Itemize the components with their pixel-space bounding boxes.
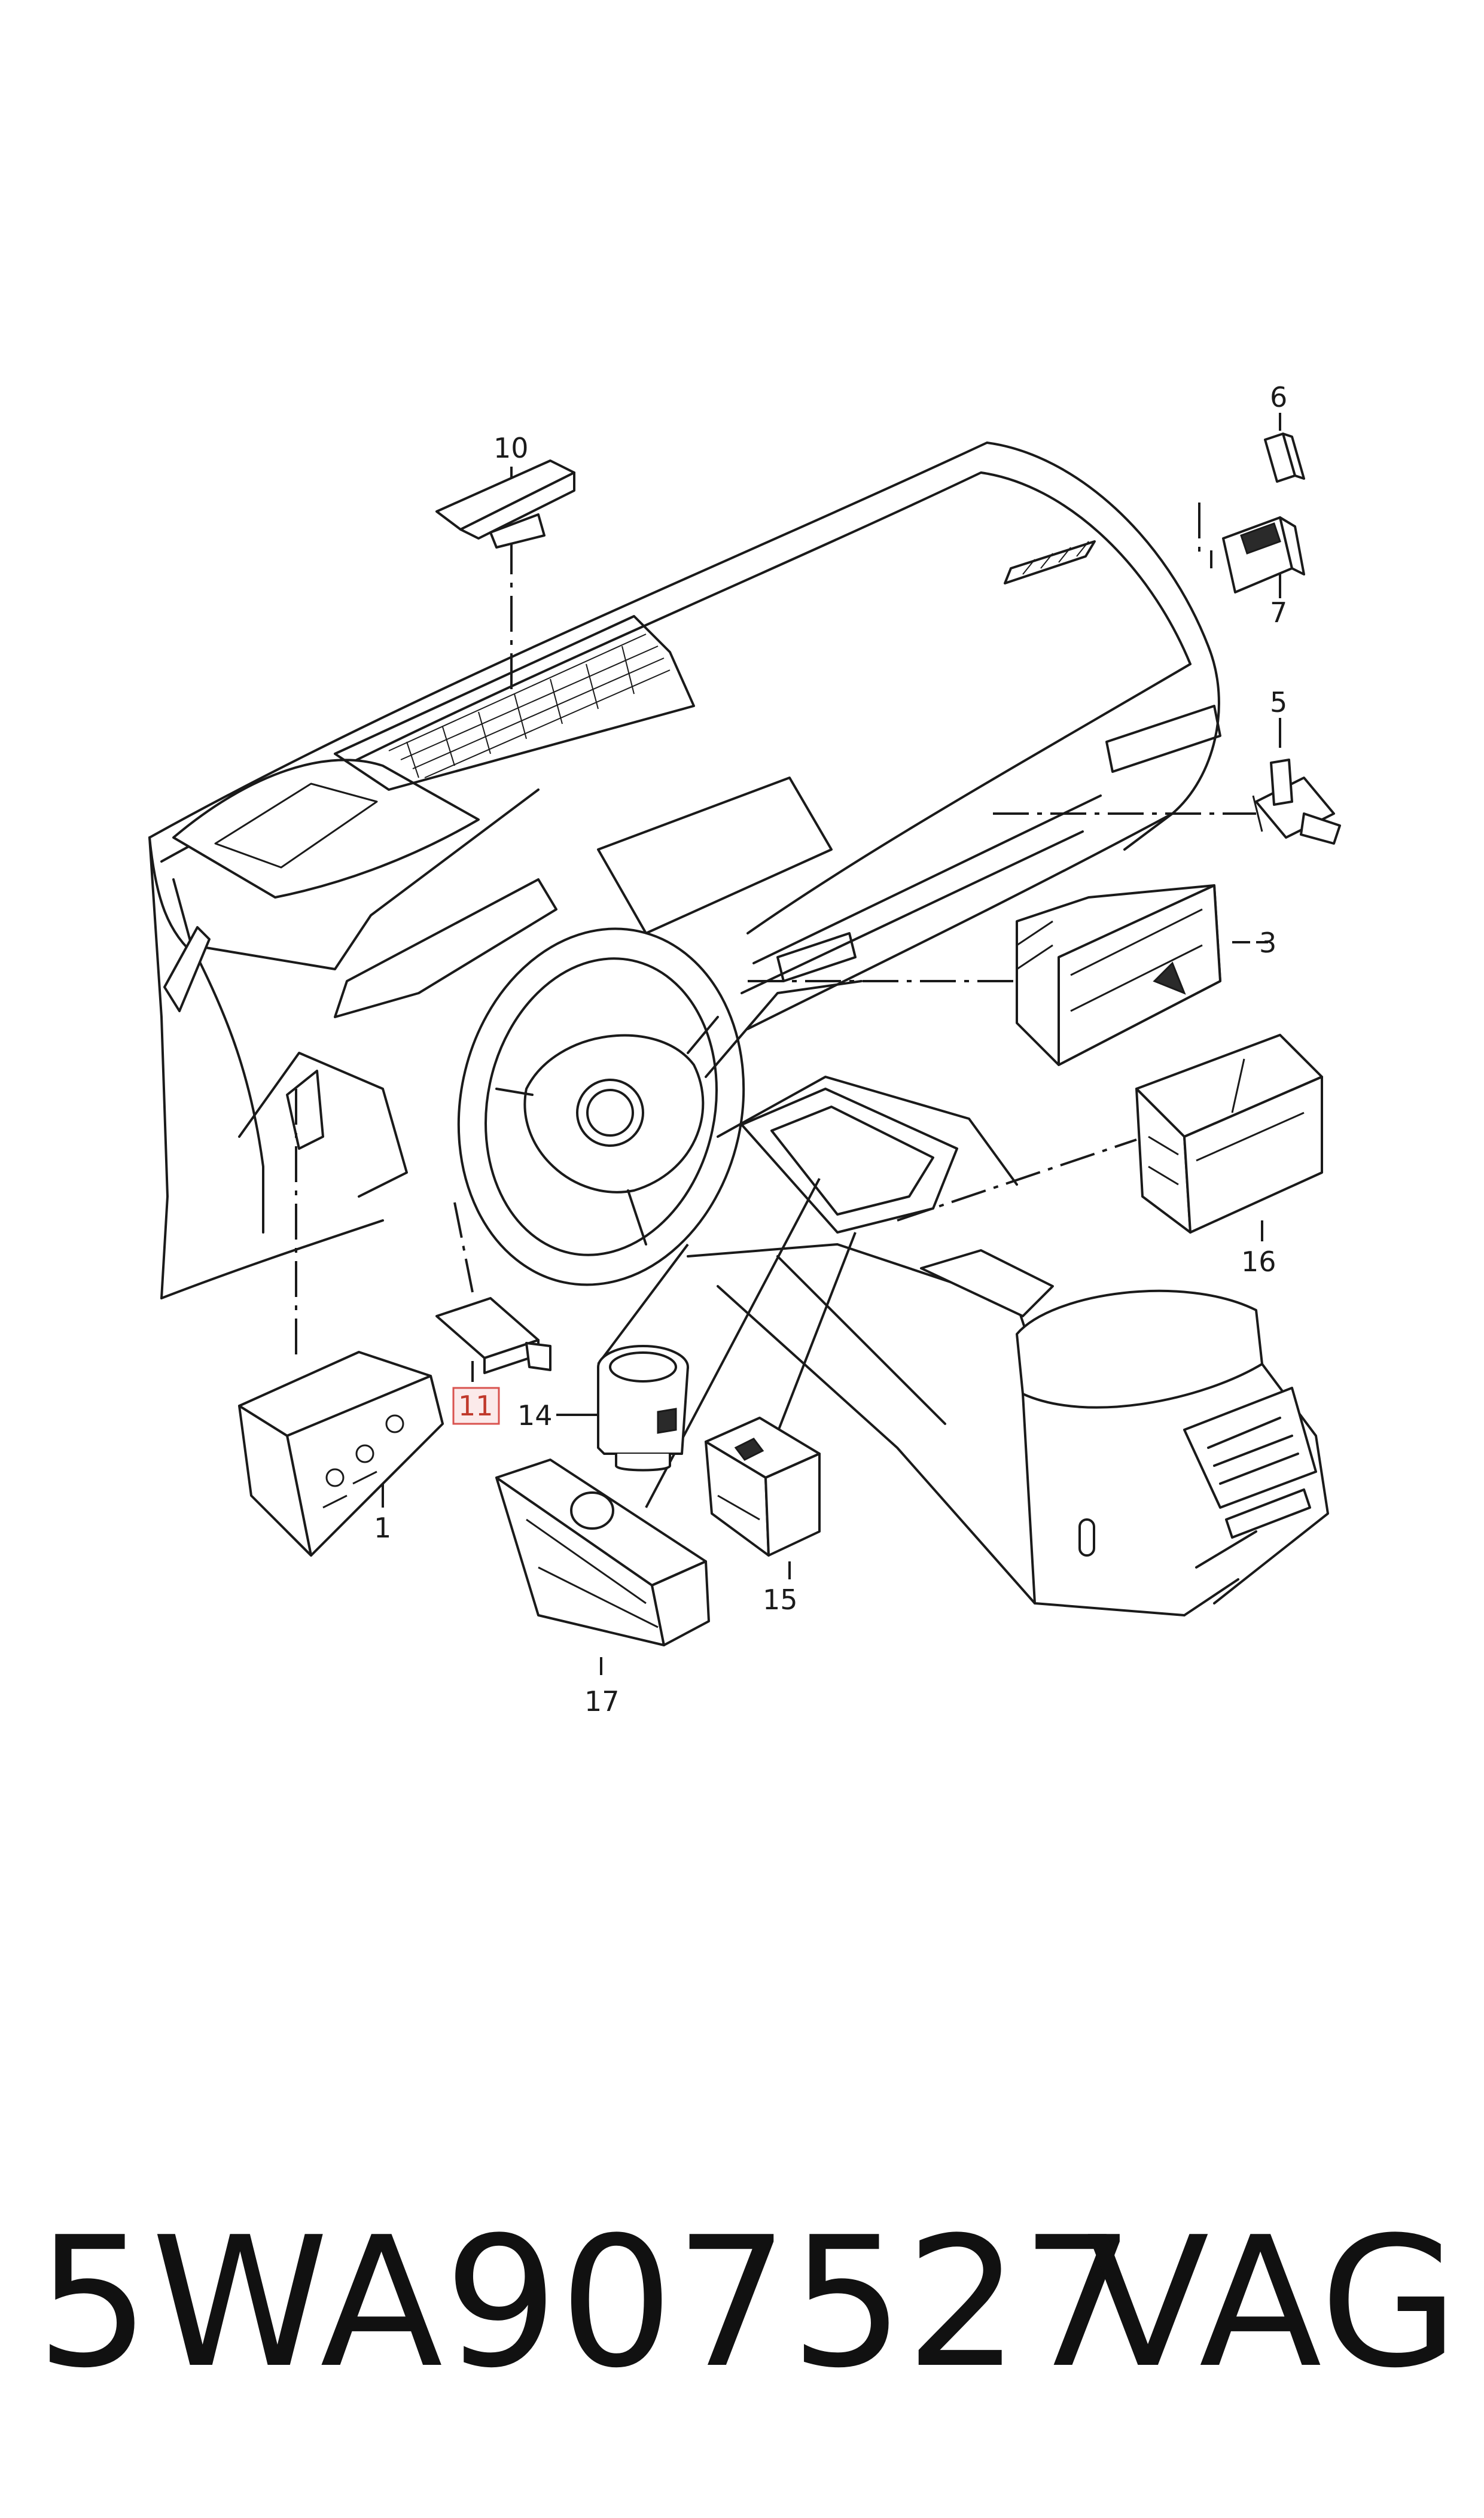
callout-10: 10 — [493, 432, 529, 464]
brand-caption: VAG — [1086, 2199, 1460, 2407]
part-6-clip[interactable] — [1264, 433, 1305, 483]
callout-5: 5 — [1270, 686, 1287, 718]
part-3-climate-panel[interactable] — [1016, 884, 1221, 1066]
callout-labels: 10 6 7 5 3 16 1 11 14 15 17 — [374, 381, 1287, 1718]
callout-11: 11 — [458, 1390, 493, 1422]
part-14-start-button[interactable] — [597, 1345, 689, 1472]
part-15-brake-switch[interactable] — [705, 1417, 821, 1557]
callout-14: 14 — [517, 1399, 553, 1432]
callout-11-highlight — [452, 1387, 500, 1425]
callout-7: 7 — [1270, 596, 1287, 629]
center-console — [687, 980, 1329, 1616]
part-16-switch-module[interactable] — [1135, 1034, 1323, 1234]
part-number-caption: 5WA907527 — [36, 2199, 1136, 2407]
callout-15: 15 — [763, 1584, 798, 1616]
callout-6: 6 — [1270, 381, 1287, 413]
callout-1: 1 — [374, 1512, 391, 1544]
steering-wheel — [457, 927, 745, 1286]
callout-3: 3 — [1259, 927, 1276, 959]
callout-16: 16 — [1241, 1246, 1276, 1278]
part-10-hud-cover[interactable] — [435, 459, 575, 549]
callout-17: 17 — [584, 1685, 620, 1718]
part-11-sensor[interactable] — [435, 1297, 551, 1374]
dashboard-outline — [148, 442, 1221, 1299]
part-5-sensor[interactable] — [1252, 759, 1341, 845]
part-7-switch[interactable] — [1222, 516, 1305, 593]
part-17-console-housing[interactable] — [495, 1459, 710, 1646]
part-1-light-switch-panel[interactable] — [238, 1351, 444, 1557]
